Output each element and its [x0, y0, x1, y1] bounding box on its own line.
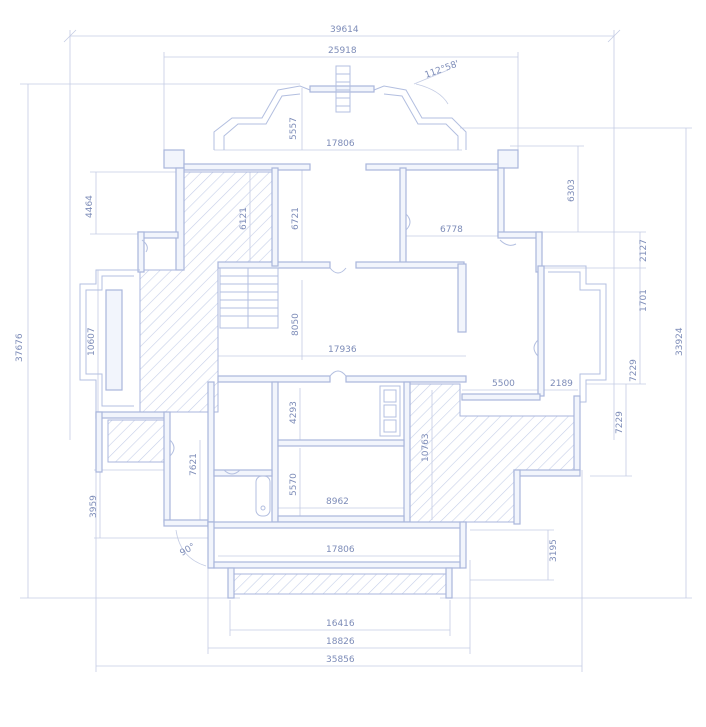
- dim-center-upper: 6721: [291, 207, 301, 230]
- dim-right-upper-block: 6303: [567, 179, 577, 202]
- dim-center-lower: 4293: [289, 401, 299, 424]
- hatched-areas: [107, 171, 575, 595]
- dim-bottom-mid: 18826: [326, 637, 355, 647]
- dim-right-bay: 1701: [639, 289, 649, 312]
- dim-left-upper-block: 4464: [85, 195, 95, 218]
- entry-stairs: [335, 65, 351, 113]
- dim-right-room: 6778: [440, 225, 463, 235]
- dim-left-stair-wing: 6121: [239, 207, 249, 230]
- dim-right-small: 2127: [639, 239, 649, 262]
- dim-right-hatched: 10763: [421, 433, 431, 462]
- dim-bay-depth: 5557: [289, 117, 299, 140]
- dim-overall-top: 39614: [330, 25, 359, 35]
- appliances: [379, 385, 401, 437]
- dim-right-lower-bay: 7229: [629, 359, 639, 382]
- dim-terrace-depth: 3195: [549, 539, 559, 562]
- walls: [79, 85, 607, 599]
- dim-lower-left: 3959: [89, 495, 99, 518]
- dim-bottom-overall: 35856: [326, 655, 355, 665]
- dim-upper-width: 25918: [328, 46, 357, 56]
- staircase: [219, 267, 279, 329]
- dim-bay-angle: 112°58': [424, 59, 461, 81]
- dim-right-height: 33924: [675, 327, 685, 356]
- dim-lower-room: 8962: [326, 497, 349, 507]
- dim-right-lower-small: 2189: [550, 379, 573, 389]
- door-swings: [141, 213, 539, 475]
- dim-top-inner: 17806: [326, 139, 355, 149]
- dim-left-bay: 10607: [87, 327, 97, 356]
- dim-left-corridor: 7621: [189, 453, 199, 476]
- dim-bottom-inner: 16416: [326, 619, 355, 629]
- dim-right-lower-room: 5500: [492, 379, 515, 389]
- dim-terrace-width: 17806: [326, 545, 355, 555]
- bathtub-icon: [255, 475, 271, 517]
- dim-bath-height: 5570: [289, 473, 299, 496]
- dimension-lines: [20, 29, 692, 672]
- dim-center-vertical: 8050: [291, 313, 301, 336]
- dim-overall-height: 37676: [15, 333, 25, 362]
- dim-right-side: 7229: [615, 411, 625, 434]
- dim-center-width: 17936: [328, 345, 357, 355]
